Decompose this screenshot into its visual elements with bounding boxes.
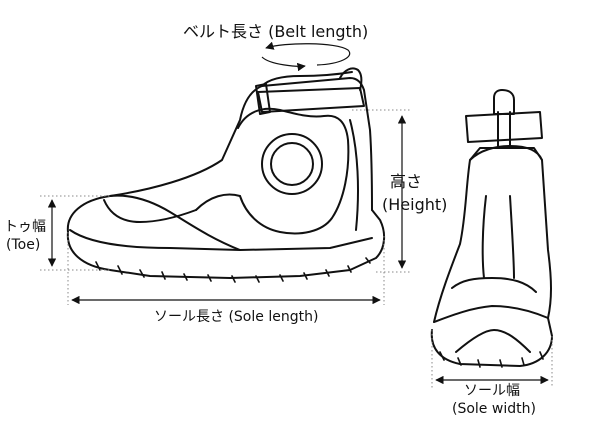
back-belt-strap — [465, 111, 543, 143]
side-belt-buckle — [255, 83, 271, 115]
back-midsole — [433, 305, 549, 323]
sole-width-label-jp: ソール幅 — [464, 383, 520, 399]
belt-length-label: ベルト長さ (Belt length) — [183, 22, 369, 41]
back-heel-bump — [455, 329, 531, 353]
back-heel-panel-2 — [481, 195, 515, 279]
side-heel-counter — [349, 119, 359, 231]
back-tread — [439, 351, 544, 368]
side-toe-cap — [66, 194, 241, 251]
side-curve — [195, 193, 241, 211]
toe-label-jp: トゥ幅 — [4, 219, 46, 235]
back-sole — [430, 317, 553, 367]
toe-label-en: (Toe) — [6, 237, 41, 253]
belt-arrow-back — [265, 41, 351, 66]
back-belt-center — [497, 111, 511, 149]
back-heel-panel — [451, 277, 537, 293]
side-ankle-panel — [237, 107, 350, 235]
side-midsole — [69, 229, 373, 251]
sole-length-label: ソール長さ (Sole length) — [154, 309, 319, 325]
measurement-arrows — [47, 41, 549, 385]
belt-arrow-front — [261, 56, 306, 72]
side-sole — [66, 209, 386, 279]
side-tread — [95, 257, 371, 283]
sole-width-label-en: (Sole width) — [452, 401, 536, 417]
measurement-guides — [40, 109, 553, 388]
side-belt-strap — [257, 87, 365, 113]
side-collar — [261, 71, 353, 87]
side-upper — [109, 77, 373, 211]
back-belt-loop — [493, 89, 515, 115]
side-view-shoe — [66, 67, 386, 283]
side-ankle-ring-inner — [270, 142, 314, 186]
height-label-en: (Height) — [382, 195, 448, 214]
side-ankle-ring-outer — [261, 133, 323, 195]
back-view-shoe — [430, 89, 553, 368]
side-heel-tab — [339, 67, 363, 91]
side-toe-panel — [103, 199, 197, 223]
back-upper — [433, 147, 552, 323]
height-label-jp: 高さ — [390, 172, 423, 191]
